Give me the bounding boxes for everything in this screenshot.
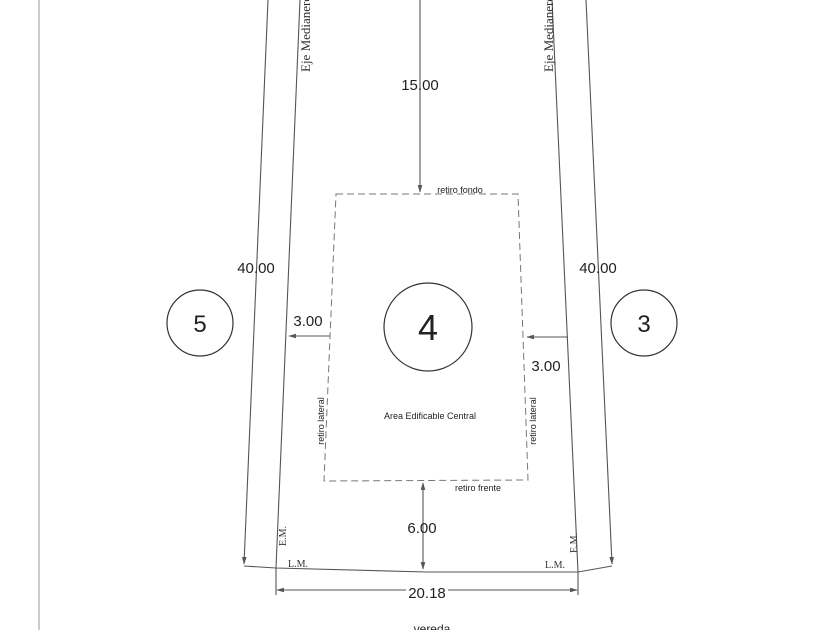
- buildable-area: [323, 193, 529, 482]
- right-setback-label: 3.00: [531, 358, 560, 375]
- eje-medianero-left: Eje Medianero: [298, 0, 313, 72]
- vereda-label: vereda: [414, 622, 451, 630]
- retiro-frente-label: retiro frente: [455, 483, 501, 493]
- area-label: Area Edificable Central: [384, 411, 476, 421]
- frontage-label: 20.18: [408, 585, 446, 602]
- lot-5-circle: [166, 289, 234, 357]
- retiro-fondo-label: retiro fondo: [437, 185, 483, 195]
- lot-number-3: 3: [637, 311, 650, 338]
- left-depth-dimension: [241, 0, 269, 565]
- lot-number-4: 4: [418, 307, 438, 348]
- front-line: [243, 565, 613, 573]
- front-setback-label: 6.00: [407, 520, 436, 537]
- rear-dimension-label: 15.00: [401, 77, 439, 94]
- right-lot-line: [551, 0, 579, 573]
- em-left-label: E.M.: [278, 526, 289, 546]
- lm-right-label: L.M.: [545, 560, 565, 571]
- lot-number-5: 5: [193, 311, 206, 338]
- right-depth-label: 40.00: [579, 260, 617, 277]
- left-lot-line: [275, 0, 301, 569]
- retiro-lateral-left-label: retiro lateral: [316, 397, 326, 445]
- right-depth-dimension: [585, 0, 614, 565]
- lot-4-circle: [383, 282, 473, 372]
- eje-medianero-right: Eje Medianero: [541, 0, 556, 72]
- retiro-lateral-right-label: retiro lateral: [528, 397, 538, 445]
- em-right-label: E.M.: [569, 533, 580, 553]
- lm-left-label: L.M.: [288, 559, 308, 570]
- left-depth-label: 40.00: [237, 260, 275, 277]
- left-setback-label: 3.00: [293, 313, 322, 330]
- lot-3-circle: [610, 289, 678, 357]
